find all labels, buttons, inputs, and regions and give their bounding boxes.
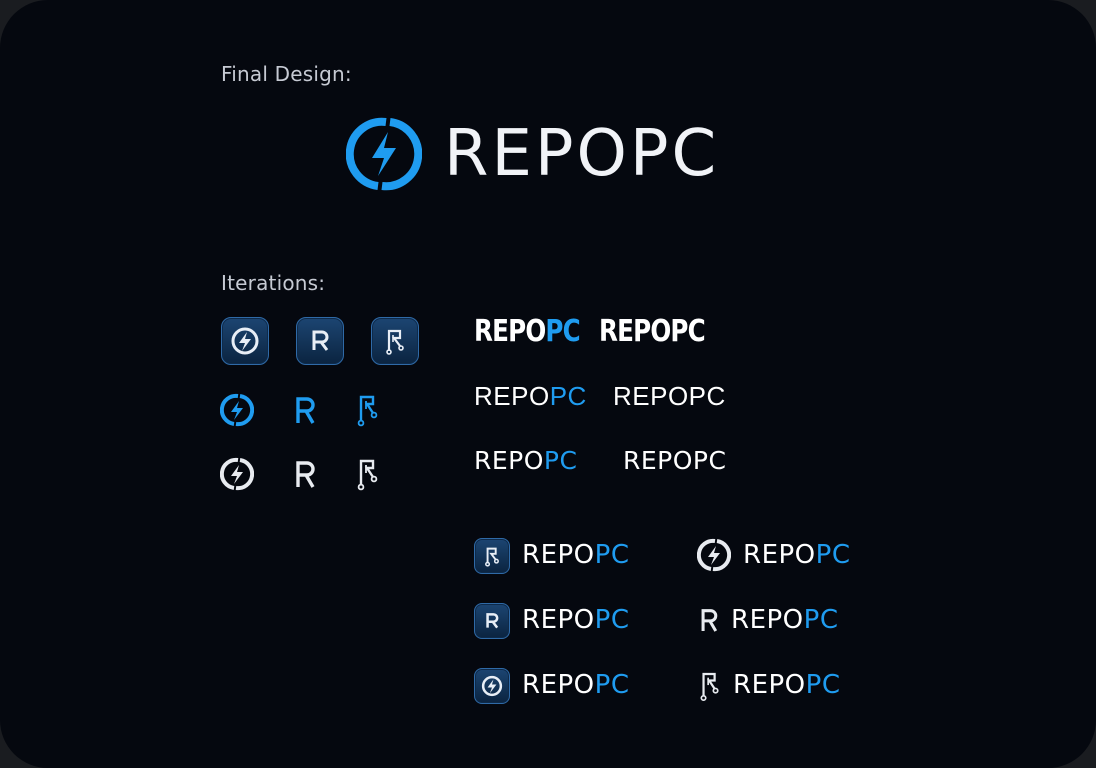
- r-tile-icon: [296, 317, 344, 365]
- wordmark-part-repo: REPO: [474, 314, 546, 349]
- wordmark-thin-accent: REPOPC: [474, 381, 587, 412]
- wordmark-tech-accent: REPOPC: [474, 446, 577, 475]
- wordmark-part-repo: REPO: [474, 446, 544, 475]
- wordmark-part-pc: PC: [594, 605, 630, 635]
- circuit-r-icon: [355, 457, 381, 491]
- letter-r-icon: [292, 459, 318, 489]
- wordmark-part-pc: PC: [803, 605, 839, 635]
- final-design-label: Final Design:: [221, 62, 352, 86]
- wordmark-text: REPOPC: [623, 446, 727, 475]
- wordmark-part-repo: REPO: [522, 605, 595, 635]
- final-logo: REPOPC: [346, 116, 746, 192]
- lightning-tile-icon: [474, 668, 510, 704]
- wordmark-part-repo: REPO: [522, 670, 595, 700]
- wordmark-part-pc: PC: [549, 381, 587, 411]
- circuit-r-tile-icon: [371, 317, 419, 365]
- circuit-r-tile-icon: [474, 538, 510, 574]
- circuit-r-icon: [698, 670, 722, 702]
- wordmark-tech-white: REPOPC: [623, 446, 726, 475]
- wordmark-text: REPOPC: [613, 381, 726, 411]
- letter-r-icon: [698, 607, 720, 633]
- wordmark-part-pc: PC: [594, 670, 630, 700]
- wordmark-thin-white: REPOPC: [613, 381, 726, 412]
- lightning-bolt-icon: [220, 457, 254, 491]
- wordmark-part-pc: PC: [543, 446, 578, 475]
- wordmark-bold-white: REPOPC: [599, 314, 706, 349]
- wordmark-part-repo: REPO: [733, 670, 806, 700]
- wordmark-part-repo: REPO: [743, 540, 816, 570]
- wordmark-part-pc: PC: [594, 540, 630, 570]
- circuit-r-icon: [355, 393, 381, 427]
- wordmark-part-pc: PC: [805, 670, 841, 700]
- lightning-bolt-icon: [220, 393, 254, 427]
- wordmark-part-pc: PC: [815, 540, 851, 570]
- wordmark-part-repo: REPO: [731, 605, 804, 635]
- wordmark-part-repo: REPO: [522, 540, 595, 570]
- iterations-label: Iterations:: [221, 271, 326, 295]
- lightning-tile-icon: [221, 317, 269, 365]
- wordmark-text: REPOPC: [599, 314, 706, 349]
- lightning-bolt-icon: [346, 116, 422, 192]
- r-tile-icon: [474, 603, 510, 639]
- wordmark-part-pc: PC: [545, 314, 580, 349]
- wordmark-bold-accent: REPOPC: [474, 314, 581, 349]
- lightning-bolt-icon: [697, 538, 731, 572]
- wordmark-part-repo: REPO: [474, 381, 550, 411]
- final-wordmark: REPOPC: [444, 117, 720, 191]
- letter-r-icon: [292, 395, 318, 425]
